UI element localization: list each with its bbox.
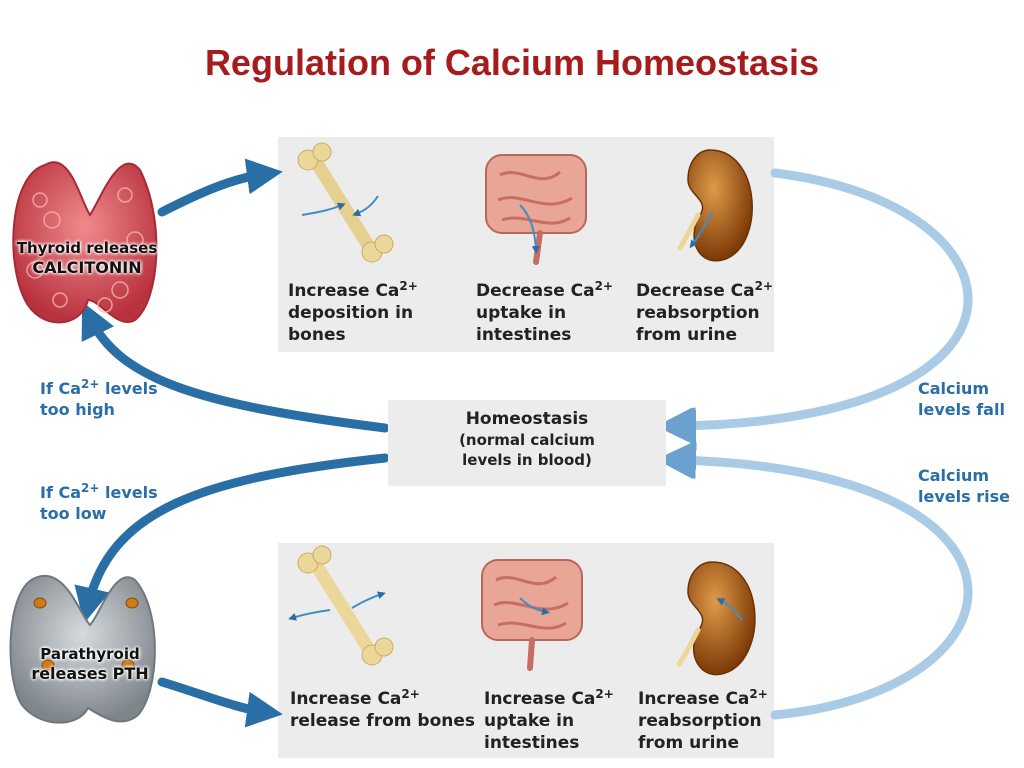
ca-too-low-line2: too low [40, 504, 107, 523]
effect-bottom-bone: Increase Ca2+ release from bones [290, 688, 475, 732]
intestine-icon [485, 154, 587, 265]
thyroid-gland-icon [12, 161, 158, 324]
ca-too-high-post: levels [99, 379, 158, 398]
effect-bottom-intestine: Increase Ca2+ uptake in intestines [484, 688, 614, 754]
ca-too-high-sup: 2+ [81, 377, 100, 391]
parathyroid-label-line2: releases PTH [31, 664, 149, 683]
effect-bottom-intestine-sup: 2+ [595, 687, 614, 701]
effect-top-kidney: Decrease Ca2+ reabsorption from urine [636, 280, 773, 346]
effect-bottom-intestine-line2: uptake in [484, 711, 575, 731]
effect-bottom-kidney: Increase Ca2+ reabsorption from urine [638, 688, 768, 754]
thyroid-label-line2: CALCITONIN [32, 258, 142, 277]
ca-too-low-sup: 2+ [81, 481, 100, 495]
effect-top-bone-line3: bones [288, 325, 346, 345]
calcium-rise-line2: levels rise [918, 487, 1010, 506]
kidney-icon [677, 149, 753, 262]
effect-bottom-kidney-sup: 2+ [749, 687, 768, 701]
homeostasis-title: Homeostasis [465, 409, 589, 429]
effect-bottom-intestine-pre: Increase Ca [484, 689, 596, 709]
effect-bottom-kidney-line2: reabsorption [638, 711, 762, 731]
ca-too-high-pre: If Ca [40, 379, 82, 398]
parathyroid-label-line1: Parathyroid [40, 645, 140, 663]
ca-too-low-post: levels [99, 483, 158, 502]
effect-bottom-bone-pre: Increase Ca [290, 689, 402, 709]
low-to-parathyroid-arrow [74, 453, 390, 624]
ca-too-high-label: If Ca2+ levels too high [40, 378, 158, 420]
ca-too-low-pre: If Ca [40, 483, 82, 502]
kidney-icon [676, 561, 756, 676]
effect-top-intestine: Decrease Ca2+ uptake in intestines [476, 280, 613, 346]
ca-too-high-line2: too high [40, 400, 115, 419]
intestine-icon [481, 559, 583, 671]
calcium-fall-line2: levels fall [918, 400, 1005, 419]
page-title: Regulation of Calcium Homeostasis [204, 42, 820, 83]
calcium-levels-rise-label: Calcium levels rise [918, 465, 1010, 507]
homeostasis-line2: (normal calcium [459, 431, 595, 449]
effect-top-bone-line2: deposition in [288, 303, 414, 323]
effect-top-bone-pre: Increase Ca [288, 281, 400, 301]
effect-top-intestine-pre: Decrease Ca [476, 281, 595, 301]
effect-bottom-kidney-pre: Increase Ca [638, 689, 750, 709]
effect-top-kidney-line3: from urine [636, 325, 738, 345]
thyroid-to-effects-arrow [157, 158, 283, 217]
effect-top-kidney-line2: reabsorption [636, 303, 760, 323]
effect-top-intestine-line3: intestines [476, 325, 572, 345]
bone-icon [288, 545, 394, 666]
thyroid-label: Thyroid releases CALCITONIN [2, 238, 172, 278]
parathyroid-label: Parathyroid releases PTH [10, 644, 170, 684]
parathyroid-gland-icon [9, 574, 156, 724]
calcium-rise-arrow [678, 460, 973, 720]
ca-too-low-label: If Ca2+ levels too low [40, 482, 158, 524]
calcium-fall-arrow [678, 168, 973, 426]
effect-top-intestine-line2: uptake in [476, 303, 567, 323]
homeostasis-box: Homeostasis (normal calcium levels in bl… [388, 400, 666, 486]
effect-bottom-bone-sup: 2+ [401, 687, 420, 701]
calcium-fall-line1: Calcium [918, 379, 990, 398]
effect-bottom-kidney-line3: from urine [638, 733, 740, 753]
effect-top-bone: Increase Ca2+ deposition in bones [288, 280, 418, 346]
effect-top-kidney-pre: Decrease Ca [636, 281, 755, 301]
high-to-thyroid-arrow [81, 301, 390, 433]
effect-bottom-intestine-line3: intestines [484, 733, 580, 753]
parathyroid-to-effects-arrow [157, 677, 283, 728]
effect-top-intestine-sup: 2+ [594, 279, 614, 293]
calcium-rise-line1: Calcium [918, 466, 990, 485]
bone-icon [297, 142, 394, 263]
thyroid-label-line1: Thyroid releases [16, 239, 158, 257]
homeostasis-line3: levels in blood) [462, 451, 592, 469]
effect-bottom-bone-line2: release from bones [290, 711, 475, 731]
effect-top-bone-sup: 2+ [399, 279, 418, 293]
effect-top-kidney-sup: 2+ [754, 279, 774, 293]
calcium-levels-fall-label: Calcium levels fall [918, 378, 1005, 420]
